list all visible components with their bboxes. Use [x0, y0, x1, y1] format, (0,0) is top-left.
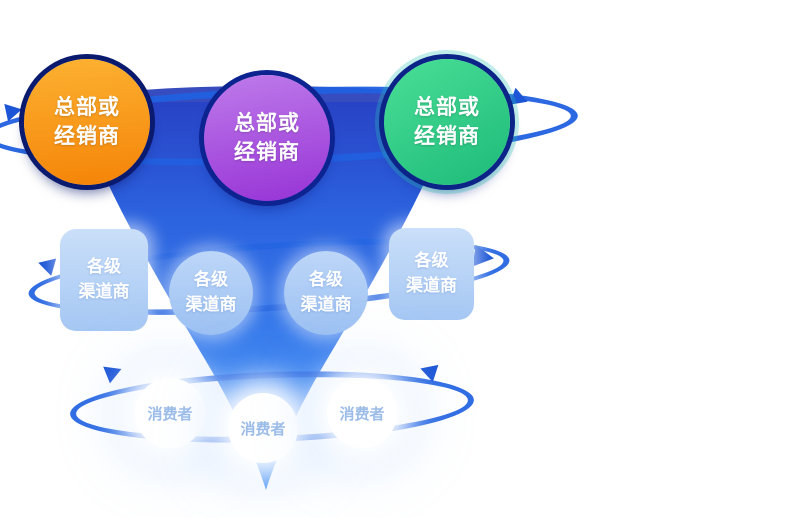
hq-distributor-node-left: 总部或 经销商 — [24, 59, 150, 185]
hq-distributor-label: 总部或 经销商 — [234, 111, 300, 164]
channel-node-4: 各级 渠道商 — [389, 228, 474, 320]
hq-distributor-node-right: 总部或 经销商 — [384, 59, 510, 185]
ring-arrowhead-top-left — [4, 100, 24, 122]
consumer-label: 消费者 — [147, 405, 193, 423]
hq-distributor-label: 总部或 经销商 — [414, 95, 480, 148]
hq-distributor-label: 总部或 经销商 — [54, 95, 120, 148]
consumer-node-1: 消费者 — [135, 378, 205, 448]
channel-label: 各级 渠道商 — [300, 270, 352, 314]
hq-distributor-node-center: 总部或 经销商 — [204, 75, 330, 201]
consumer-node-3: 消费者 — [327, 378, 397, 448]
ring-arrowhead-middle-right — [472, 244, 496, 270]
consumer-label: 消费者 — [339, 405, 385, 423]
consumer-label: 消费者 — [240, 420, 286, 438]
channel-label: 各级 渠道商 — [185, 270, 237, 314]
consumer-node-2: 消费者 — [228, 393, 298, 463]
channel-label: 各级 渠道商 — [78, 257, 130, 301]
channel-node-3: 各级 渠道商 — [284, 251, 368, 335]
channel-label: 各级 渠道商 — [406, 251, 457, 295]
channel-node-2: 各级 渠道商 — [169, 251, 253, 335]
channel-node-1: 各级 渠道商 — [60, 229, 148, 331]
